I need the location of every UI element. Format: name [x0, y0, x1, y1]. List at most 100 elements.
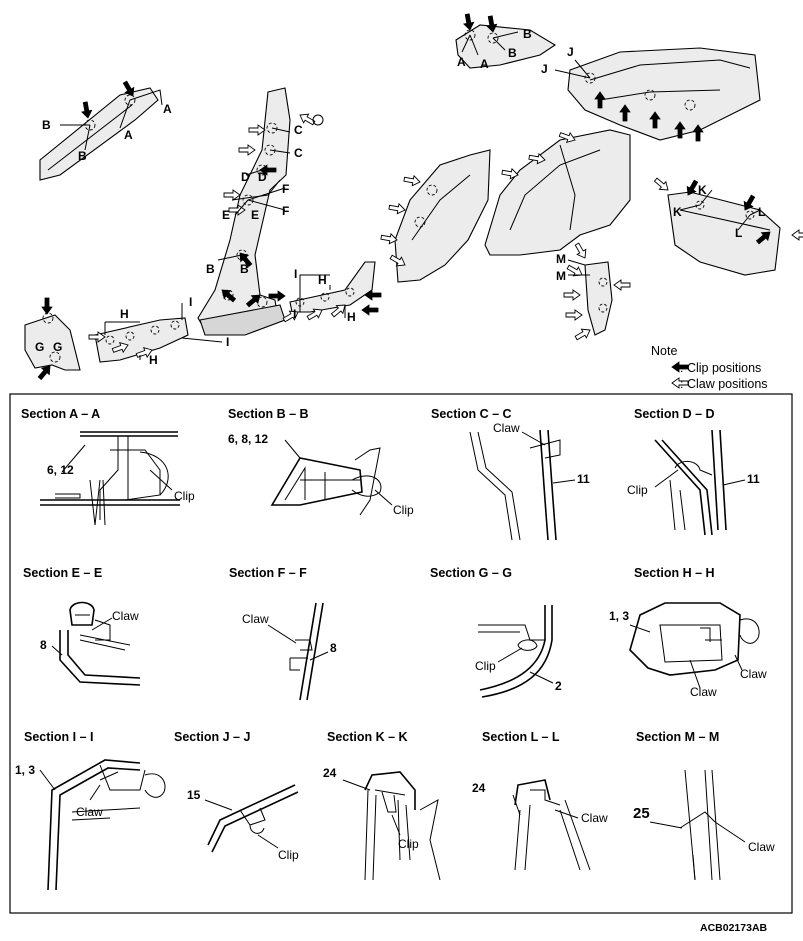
section-title: Section J – J	[174, 730, 250, 744]
label-k: K	[698, 183, 707, 197]
section-b-b: Section B – B 6, 8, 12 Clip	[228, 407, 414, 517]
clip-label: Clip	[174, 489, 195, 503]
part-number: 1, 3	[609, 609, 629, 623]
rear-end-trim	[652, 175, 803, 276]
section-i-i: Section I – I 1, 3 Claw	[15, 730, 166, 891]
label-a: A	[124, 128, 133, 142]
label-i: I	[294, 267, 297, 281]
part-number: 15	[187, 788, 201, 802]
label-b: B	[78, 149, 87, 163]
label-k: K	[673, 205, 682, 219]
claw-label: Claw	[493, 421, 520, 435]
label-l: L	[758, 205, 765, 219]
part-number: 24	[323, 766, 337, 780]
part-number: 8	[330, 641, 337, 655]
section-title: Section L – L	[482, 730, 560, 744]
label-d: D	[241, 170, 250, 184]
label-i: I	[293, 307, 296, 321]
claw-label: Claw	[581, 811, 608, 825]
label-g: G	[53, 340, 62, 354]
quarter-trim-upper	[379, 149, 491, 283]
section-title: Section F – F	[229, 566, 307, 580]
legend-claw-label: : Claw positions	[680, 377, 768, 391]
clip-label: Clip	[475, 659, 496, 673]
label-b: B	[42, 118, 51, 132]
label-f: F	[282, 182, 289, 196]
part-number: 6, 8, 12	[228, 432, 268, 446]
label-b: B	[206, 262, 215, 276]
label-b: B	[523, 27, 532, 41]
section-c-c: Section C – C Claw 11	[431, 407, 590, 541]
section-title: Section K – K	[327, 730, 408, 744]
legend-clip-label: : Clip positions	[680, 361, 761, 375]
label-m: M	[556, 252, 566, 266]
section-title: Section I – I	[24, 730, 93, 744]
clip-label: Clip	[627, 483, 648, 497]
section-e-e: Section E – E Claw 8	[23, 566, 141, 686]
section-l-l: Section L – L 24 Claw	[472, 730, 608, 871]
label-c: C	[294, 123, 303, 137]
section-title: Section D – D	[634, 407, 715, 421]
label-h: H	[318, 273, 327, 287]
label-f: F	[282, 204, 289, 218]
label-h: H	[149, 353, 158, 367]
front-scuff-trim	[88, 303, 223, 363]
section-title: Section B – B	[228, 407, 309, 421]
quarter-trim-lower	[484, 129, 631, 256]
claw-label: Claw	[690, 685, 717, 699]
section-j-j: Section J – J 15 Clip	[174, 730, 299, 862]
legend-title: Note	[651, 344, 677, 358]
section-k-k: Section K – K 24 Clip	[323, 730, 441, 881]
label-i: I	[189, 295, 192, 309]
rear-pillar-trim	[455, 12, 557, 69]
section-d-d: Section D – D Clip 11	[627, 407, 760, 536]
clip-label: Clip	[398, 837, 419, 851]
label-b: B	[240, 262, 249, 276]
rear-scuff-trim	[268, 261, 382, 325]
label-m: M	[556, 269, 566, 283]
section-title: Section C – C	[431, 407, 512, 421]
clip-label: Clip	[393, 503, 414, 517]
section-g-g: Section G – G Clip 2	[430, 566, 562, 698]
rear-shelf-trim	[554, 47, 761, 142]
side-trim-small	[563, 241, 631, 343]
overview-illustration: A A B B C C D	[24, 12, 803, 382]
part-number: 25	[633, 805, 650, 822]
part-number: 11	[747, 472, 760, 486]
label-a: A	[480, 57, 489, 71]
section-m-m: Section M – M 25 Claw	[633, 730, 775, 881]
clip-label: Clip	[278, 848, 299, 862]
claw-label: Claw	[748, 840, 775, 854]
label-c: C	[294, 146, 303, 160]
part-number: 2	[555, 679, 562, 693]
front-pillar-trim	[39, 79, 163, 181]
part-number: 11	[577, 472, 590, 486]
section-a-a: Section A – A 6, 12 Clip	[21, 407, 195, 526]
label-a: A	[163, 102, 172, 116]
label-l: L	[735, 226, 742, 240]
claw-label: Claw	[740, 667, 767, 681]
kick-panel-trim	[24, 297, 81, 382]
label-d: D	[258, 170, 267, 184]
part-number: 24	[472, 781, 486, 795]
section-title: Section A – A	[21, 407, 100, 421]
claw-label: Claw	[242, 612, 269, 626]
label-a: A	[457, 55, 466, 69]
label-e: E	[251, 208, 259, 222]
label-j: J	[541, 62, 548, 76]
sections-frame	[9, 393, 793, 914]
claw-label: Claw	[112, 609, 139, 623]
part-number: 1, 3	[15, 763, 35, 777]
label-h: H	[120, 307, 129, 321]
section-f-f: Section F – F Claw 8	[229, 566, 337, 701]
label-i: I	[226, 335, 229, 349]
claw-label: Claw	[76, 805, 103, 819]
label-j: J	[567, 45, 574, 59]
section-title: Section E – E	[23, 566, 102, 580]
label-h: H	[347, 310, 356, 324]
section-title: Section G – G	[430, 566, 512, 580]
section-title: Section H – H	[634, 566, 715, 580]
label-e: E	[222, 208, 230, 222]
label-b: B	[508, 46, 517, 60]
